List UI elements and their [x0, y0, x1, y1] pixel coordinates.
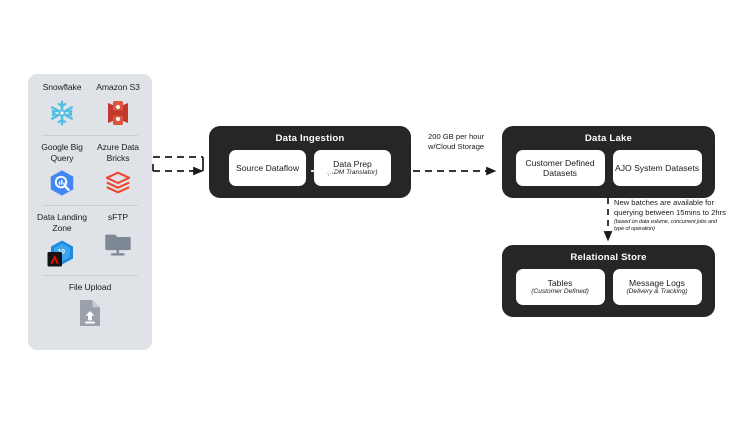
- source-label: Data Landing Zone: [37, 212, 87, 233]
- snowflake-icon: [45, 96, 79, 130]
- group-title: Relational Store: [570, 252, 647, 263]
- edge-label-batch-line1: New batches are available for: [614, 198, 715, 207]
- source-label: sFTP: [107, 212, 129, 222]
- edge-label-batch-line2: querying between 15mins to 2hrs: [614, 208, 726, 217]
- source-item-google-bigquery[interactable]: Google Big Query: [34, 142, 90, 200]
- node-tables[interactable]: Tables (Customer Defined): [515, 269, 605, 305]
- edge-label-throughput-line1: 200 GB per hour: [428, 132, 485, 141]
- edge-label-batch-note2: type of operation): [614, 226, 655, 232]
- panel-divider: [42, 205, 138, 206]
- node-sublabel: (XDM Translator): [327, 169, 378, 177]
- node-ajo-system-datasets[interactable]: AJO System Datasets: [612, 150, 702, 186]
- node-label: Customer Defined Datasets: [525, 157, 595, 179]
- data-sources-panel: Snowflake: [28, 74, 152, 350]
- source-item-snowflake[interactable]: Snowflake: [34, 82, 90, 130]
- node-source-dataflow[interactable]: Source Dataflow: [229, 150, 306, 186]
- sftp-server-icon: [101, 226, 135, 260]
- source-label: Google Big Query: [41, 142, 83, 163]
- edge-sources-to-ingestion-upper: [153, 156, 204, 171]
- data-ingestion-box: Data Ingestion Source Dataflow Data Prep…: [209, 126, 411, 198]
- node-sublabel: (Customer Defined): [531, 288, 589, 296]
- relational-store-node-row: Tables (Customer Defined) Message Logs (…: [502, 269, 715, 305]
- group-title: Data Ingestion: [275, 133, 345, 144]
- edge-label-batch-note1: (based on data volume, concurrent jobs a…: [614, 219, 717, 225]
- group-title: Data Lake: [584, 133, 633, 144]
- node-label: Data Prep: [333, 158, 372, 169]
- edge-label-throughput-line2: w/Cloud Storage: [428, 142, 485, 151]
- file-upload-icon: [73, 296, 107, 330]
- source-group-row: Snowflake: [34, 82, 146, 130]
- azure-adobe-landing-zone-icon: 10: [45, 236, 79, 270]
- panel-divider: [42, 275, 138, 276]
- source-item-azure-databricks[interactable]: Azure Data Bricks: [90, 142, 146, 200]
- node-customer-defined-datasets[interactable]: Customer Defined Datasets: [515, 150, 605, 186]
- node-sublabel: (Delivery & Tracking): [626, 288, 688, 296]
- source-group-row: File Upload: [34, 282, 146, 330]
- panel-divider: [42, 135, 138, 136]
- data-lake-box: Data Lake Customer Defined Datasets AJO …: [502, 126, 715, 198]
- source-item-file-upload[interactable]: File Upload: [34, 282, 146, 330]
- source-label: File Upload: [68, 282, 112, 292]
- data-lake-node-row: Customer Defined Datasets AJO System Dat…: [502, 150, 715, 186]
- ingestion-node-row: Source Dataflow Data Prep (XDM Translato…: [209, 150, 411, 186]
- google-bigquery-icon: [45, 166, 79, 200]
- source-item-sftp[interactable]: sFTP: [90, 212, 146, 260]
- svg-text:10: 10: [58, 249, 66, 256]
- source-label: Snowflake: [42, 82, 82, 92]
- node-label: AJO System Datasets: [614, 162, 700, 173]
- node-label: Message Logs: [629, 277, 685, 288]
- node-data-prep[interactable]: Data Prep (XDM Translator): [314, 150, 391, 186]
- source-group-row: Google Big Query Azure Data Bricks: [34, 142, 146, 200]
- source-group-row: Data Landing Zone 10 sFTP: [34, 212, 146, 270]
- node-message-logs[interactable]: Message Logs (Delivery & Tracking): [612, 269, 702, 305]
- source-item-amazon-s3[interactable]: Amazon S3: [90, 82, 146, 130]
- source-label: Azure Data Bricks: [97, 142, 139, 163]
- edge-sources-to-ingestion-lower: [152, 164, 204, 176]
- databricks-icon: [101, 166, 135, 200]
- source-item-data-landing-zone[interactable]: Data Landing Zone 10: [34, 212, 90, 270]
- node-label: Source Dataflow: [235, 162, 300, 173]
- relational-store-box: Relational Store Tables (Customer Define…: [502, 245, 715, 317]
- node-label: Tables: [547, 277, 573, 288]
- source-label: Amazon S3: [96, 82, 140, 92]
- amazon-s3-icon: [101, 96, 135, 130]
